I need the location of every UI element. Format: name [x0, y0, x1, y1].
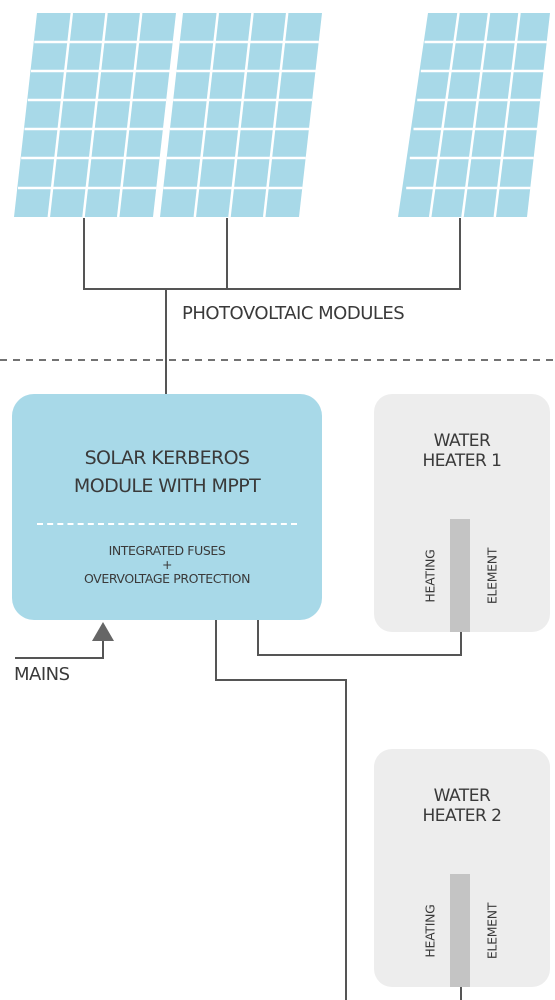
solar-panel-1 [14, 12, 176, 218]
water-heater-1-title: WATER HEATER 1 [422, 431, 503, 471]
solar-panel-2 [160, 12, 322, 218]
controller-title: SOLAR KERBEROS MODULE WITH MPPT [73, 447, 261, 497]
water-heater-2: WATER HEATER 2 HEATING ELEMENT [374, 749, 550, 987]
heating-label: HEATING [422, 904, 438, 958]
controller-features: INTEGRATED FUSES + OVERVOLTAGE PROTECTIO… [83, 543, 251, 586]
controller-divider [37, 523, 297, 525]
water-heater-2-title: WATER HEATER 2 [422, 786, 503, 826]
photovoltaic-modules-label: PHOTOVOLTAIC MODULES [182, 303, 405, 324]
mains-label: MAINS [14, 664, 70, 685]
wires [15, 218, 462, 1000]
heating-element-bar [450, 519, 470, 632]
element-label: ELEMENT [484, 902, 500, 960]
heating-element-bar [450, 874, 470, 987]
element-label: ELEMENT [484, 547, 500, 605]
heating-label: HEATING [422, 549, 438, 603]
mains-arrow [92, 622, 114, 641]
water-heater-1: WATER HEATER 1 HEATING ELEMENT [374, 394, 550, 632]
solar-kerberos-module: SOLAR KERBEROS MODULE WITH MPPT INTEGRAT… [12, 394, 322, 620]
solar-panel-3 [398, 12, 550, 218]
